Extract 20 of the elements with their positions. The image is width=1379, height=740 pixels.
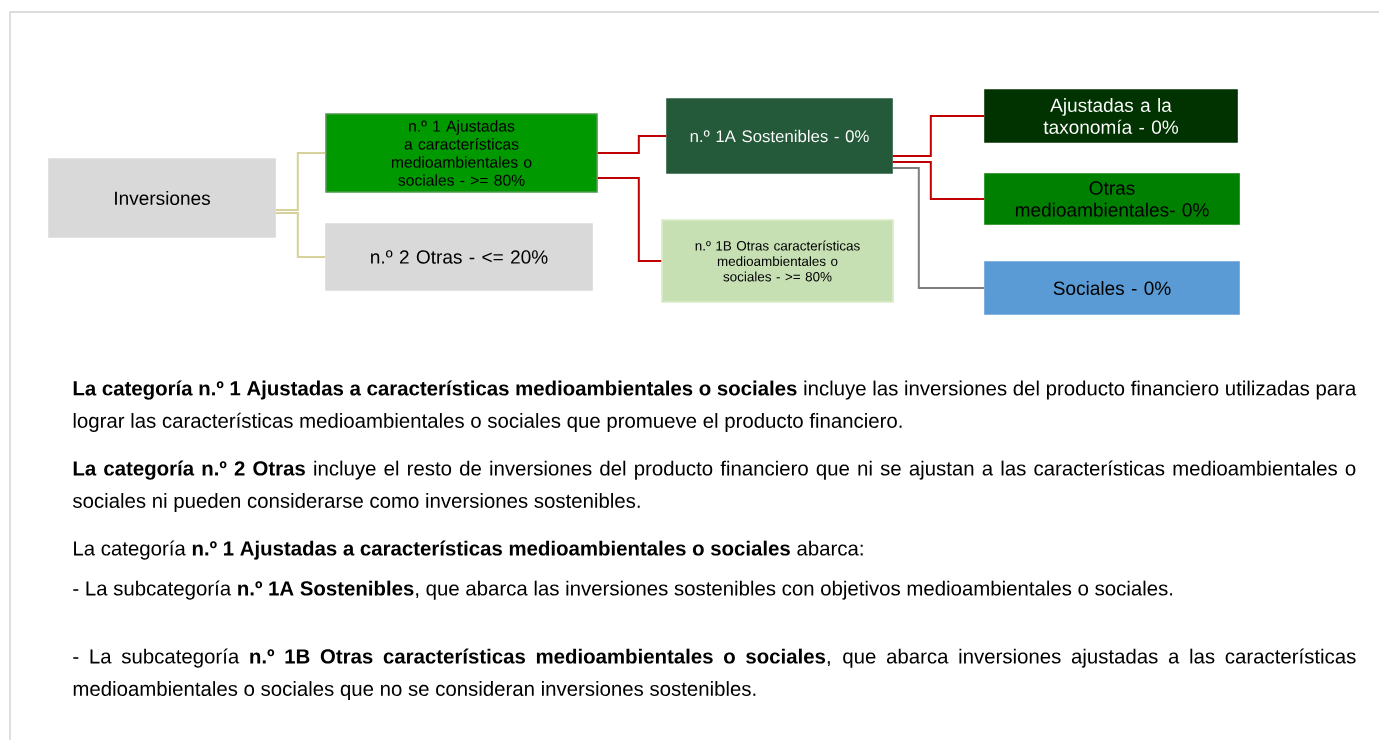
- paragraph: La categoría n.º 2 Otras incluye el resto de inversiones del producto financiero que ni se ajustan a las características medioambientales o sociales ni pueden considerarse como inversiones sostenibles.: [72, 460, 1356, 513]
- paragraph: La categoría n.º 1 Ajustadas a características medioambientales o sociales incluye las inversiones del producto financiero utilizadas para lograr las características medioambientales o sociales que promueve el producto financiero.: [73, 380, 1357, 432]
- process-box: n.º 2 Otras - <= 20%: [325, 223, 593, 291]
- paragraph: - La subcategoría n.º 1B Otras características medioambientales o sociales, que abarca inversiones ajustadas a las características medioambientales o sociales que no se consideran inversiones sostenibles.: [73, 648, 1356, 701]
- connector-line: [596, 135, 668, 154]
- process-box: n.º 1 Ajustadas a características medioambientales o sociales - >= 80%: [325, 113, 598, 193]
- connector-line: [891, 167, 986, 289]
- connector-line: [274, 152, 327, 211]
- process-box: Otras medioambientales- 0%: [984, 173, 1240, 225]
- connector-line: [891, 115, 986, 157]
- connector-line: [891, 161, 986, 200]
- process-box: Sociales - 0%: [984, 261, 1240, 315]
- process-box: n.º 1A Sostenibles - 0%: [666, 98, 893, 174]
- process-box: n.º 1B Otras características medioambientales o sociales - >= 80%: [661, 219, 894, 303]
- process-box: Ajustadas a la taxonomía - 0%: [984, 89, 1238, 143]
- connector-line: [596, 177, 663, 262]
- paragraph: - La subcategoría n.º 1A Sostenibles, que abarca las inversiones sostenibles con objetivos medioambientales o sociales.: [73, 580, 1173, 600]
- process-box: Inversiones: [48, 158, 276, 238]
- paragraph: La categoría n.º 1 Ajustadas a características medioambientales o sociales abarca:: [74, 540, 863, 560]
- connector-line: [274, 212, 327, 258]
